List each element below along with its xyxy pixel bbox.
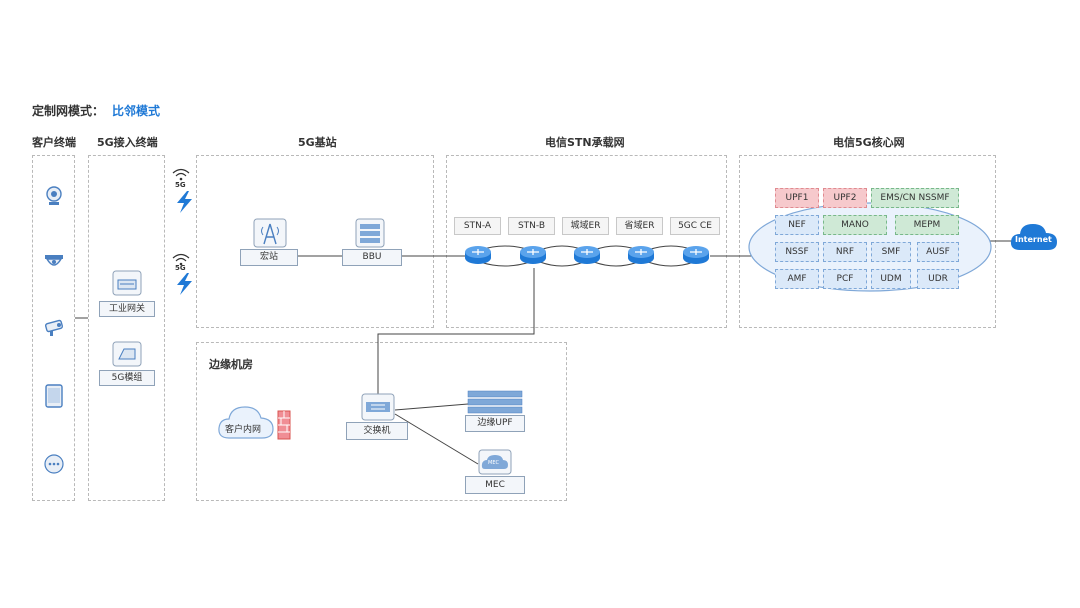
upf2-box: UPF2 [823,188,867,208]
udr-box: UDR [917,269,959,289]
camera-icon [43,185,65,211]
stn-box [446,155,727,328]
mec-icon [478,449,512,479]
amf-box: AMF [775,269,819,289]
province-er-tag: 省域ER [616,217,663,235]
tablet-icon [44,384,64,412]
base-station-box [196,155,434,328]
mec-label: MEC [465,476,525,494]
5gc-ce-tag: 5GC CE [670,217,720,235]
upf1-box: UPF1 [775,188,819,208]
internet-cloud-icon [1008,220,1060,258]
nssf-box: NSSF [775,242,819,262]
mode-title: 定制网模式： 比邻模式 [32,102,160,119]
smf-box: SMF [871,242,911,262]
udm-box: UDM [871,269,911,289]
stn-label: 电信STN承载网 [545,136,625,149]
access-terminal-label: 5G接入终端 [97,136,158,149]
nef-box: NEF [775,215,819,235]
signal-label-2: 5G [175,264,186,272]
ems-nssmf-box: EMS/CN NSSMF [871,188,959,208]
module-icon [112,341,142,371]
metro-er-tag: 城域ER [562,217,609,235]
base-station-label: 5G基站 [298,136,337,149]
firewall-icon [277,410,291,444]
mec-icon-text: MEC [488,460,499,466]
bullet-camera-icon [42,319,66,341]
mode-prefix: 定制网模式： [32,104,105,118]
wifi-signal-icon-2 [171,251,191,270]
macro-tower-icon [253,218,287,252]
router-icon-5gc-ce [681,245,711,269]
bbu-label: BBU [342,249,402,266]
router-icon-stn-b [518,245,548,269]
stn-b-tag: STN-B [508,217,555,235]
module-label: 5G模组 [99,370,155,386]
stn-a-tag: STN-A [454,217,501,235]
ausf-box: AUSF [917,242,959,262]
wifi-signal-icon-1 [171,166,191,185]
macro-label: 宏站 [240,249,298,266]
dome-camera-icon [43,253,65,275]
router-icon-metro-er [572,245,602,269]
mepm-box: MEPM [895,215,959,235]
more-icon [43,453,65,479]
core-label: 电信5G核心网 [833,136,905,149]
gateway-icon [112,270,142,300]
internet-label: Internet [1015,235,1052,244]
edge-room-label: 边缘机房 [209,358,253,371]
edge-upf-label: 边缘UPF [465,415,525,432]
nrf-box: NRF [823,242,867,262]
signal-label-1: 5G [175,181,186,189]
router-icon-stn-a [463,245,493,269]
switch-icon [361,393,395,425]
lightning-icon-2 [173,272,195,300]
access-terminal-box [88,155,165,501]
pcf-box: PCF [823,269,867,289]
mode-value: 比邻模式 [112,104,161,118]
edge-room-box [196,342,567,501]
lightning-icon-1 [173,190,195,218]
bbu-icon [355,218,385,252]
customer-net-cloud-icon [216,402,276,446]
edge-upf-icon [467,390,523,418]
customer-net-label: 客户内网 [225,425,262,435]
customer-terminal-label: 客户终端 [32,136,76,149]
router-icon-province-er [626,245,656,269]
mano-box: MANO [823,215,887,235]
switch-label: 交换机 [346,422,408,440]
customer-terminal-box [32,155,75,501]
gateway-label: 工业网关 [99,301,155,317]
